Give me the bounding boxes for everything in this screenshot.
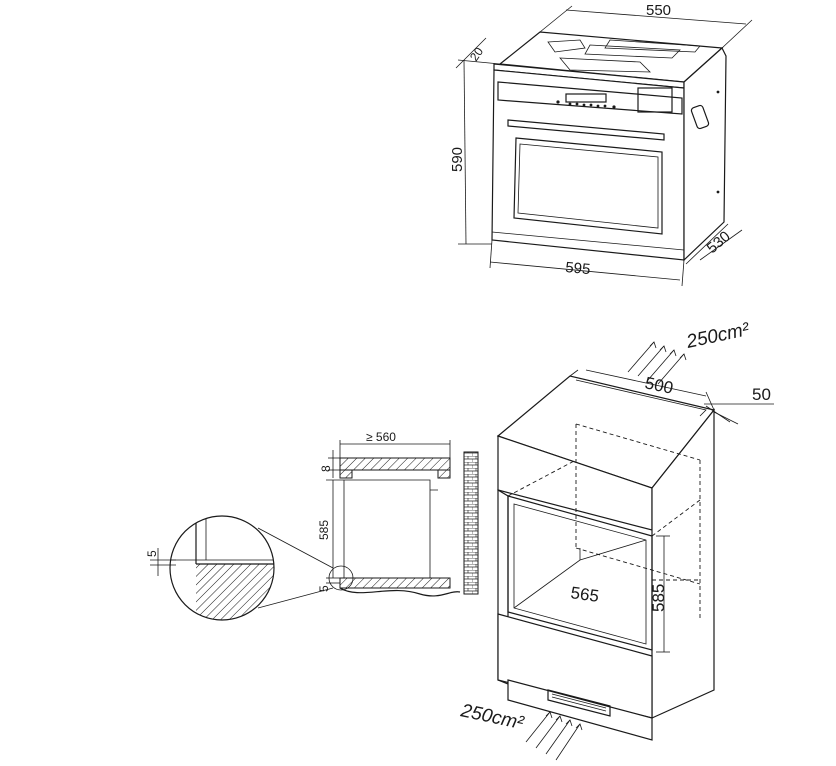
display-window bbox=[565, 93, 607, 103]
dim-opening-height: 585 bbox=[649, 584, 668, 612]
control-knob-panel bbox=[637, 87, 673, 113]
dim-opening-height-section: 585 bbox=[317, 520, 331, 540]
dim-base-offset: 5 bbox=[317, 585, 331, 592]
airflow-top-arrows bbox=[627, 341, 687, 385]
section-view: ≥ 560 8 585 5 bbox=[317, 430, 479, 597]
vent-bottom-area: 250cm² bbox=[458, 700, 526, 734]
dim-opening-width: 565 bbox=[569, 583, 600, 606]
control-buttons bbox=[556, 100, 616, 109]
vent-top-area: 250cm² bbox=[684, 319, 752, 353]
dim-detail-gap: 5 bbox=[145, 550, 159, 557]
door-handle bbox=[507, 119, 665, 141]
dim-rear-gap: 50 bbox=[752, 385, 771, 404]
side-screw-icon bbox=[716, 190, 720, 194]
bottom-board bbox=[339, 577, 451, 589]
side-screw-icon bbox=[716, 90, 720, 94]
dim-top-board: 8 bbox=[319, 465, 333, 472]
dim-min-width: ≥ 560 bbox=[366, 430, 396, 444]
dim-depth-top: 550 bbox=[646, 2, 671, 19]
bottom-vent bbox=[547, 689, 611, 717]
wall-brick bbox=[463, 451, 479, 595]
dim-height: 590 bbox=[449, 147, 466, 172]
detail-marker-circle bbox=[328, 565, 354, 591]
cabinet-perspective: 250cm² 500 50 565 585 250cm² bbox=[458, 319, 774, 761]
oven-side-face bbox=[683, 47, 727, 262]
oven-perspective: 550 20 590 595 530 bbox=[449, 2, 753, 287]
oven-front-face bbox=[491, 69, 685, 261]
dim-width: 595 bbox=[565, 259, 591, 278]
airflow-bottom-arrows bbox=[525, 711, 583, 761]
dimension-lines-oven bbox=[455, 5, 753, 287]
top-board bbox=[339, 457, 451, 471]
detail-magnifier: 5 bbox=[145, 515, 334, 621]
oven-top-embossing bbox=[547, 39, 701, 73]
door-window bbox=[513, 137, 663, 235]
side-handle-icon bbox=[690, 104, 710, 130]
oven-control-panel bbox=[497, 81, 683, 115]
cabinet-opening bbox=[507, 495, 653, 651]
